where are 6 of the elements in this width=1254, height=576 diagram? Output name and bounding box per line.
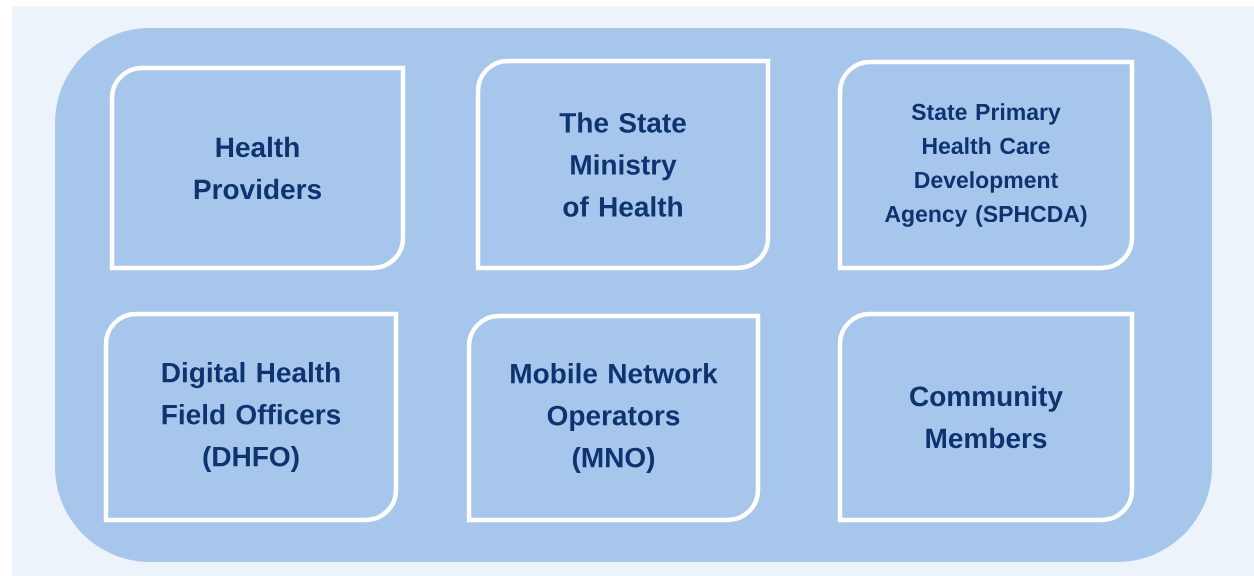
stakeholder-box: State Primary Health Care Development Agency (SPHCDA) bbox=[837, 59, 1135, 271]
stakeholder-box: Community Members bbox=[837, 311, 1135, 523]
stakeholder-box: Digital Health Field Officers (DHFO) bbox=[103, 311, 399, 523]
stakeholder-box: The State Ministry of Health bbox=[475, 58, 771, 271]
stakeholder-box: Health Providers bbox=[109, 65, 406, 271]
stakeholder-box: Mobile Network Operators (MNO) bbox=[466, 313, 761, 523]
